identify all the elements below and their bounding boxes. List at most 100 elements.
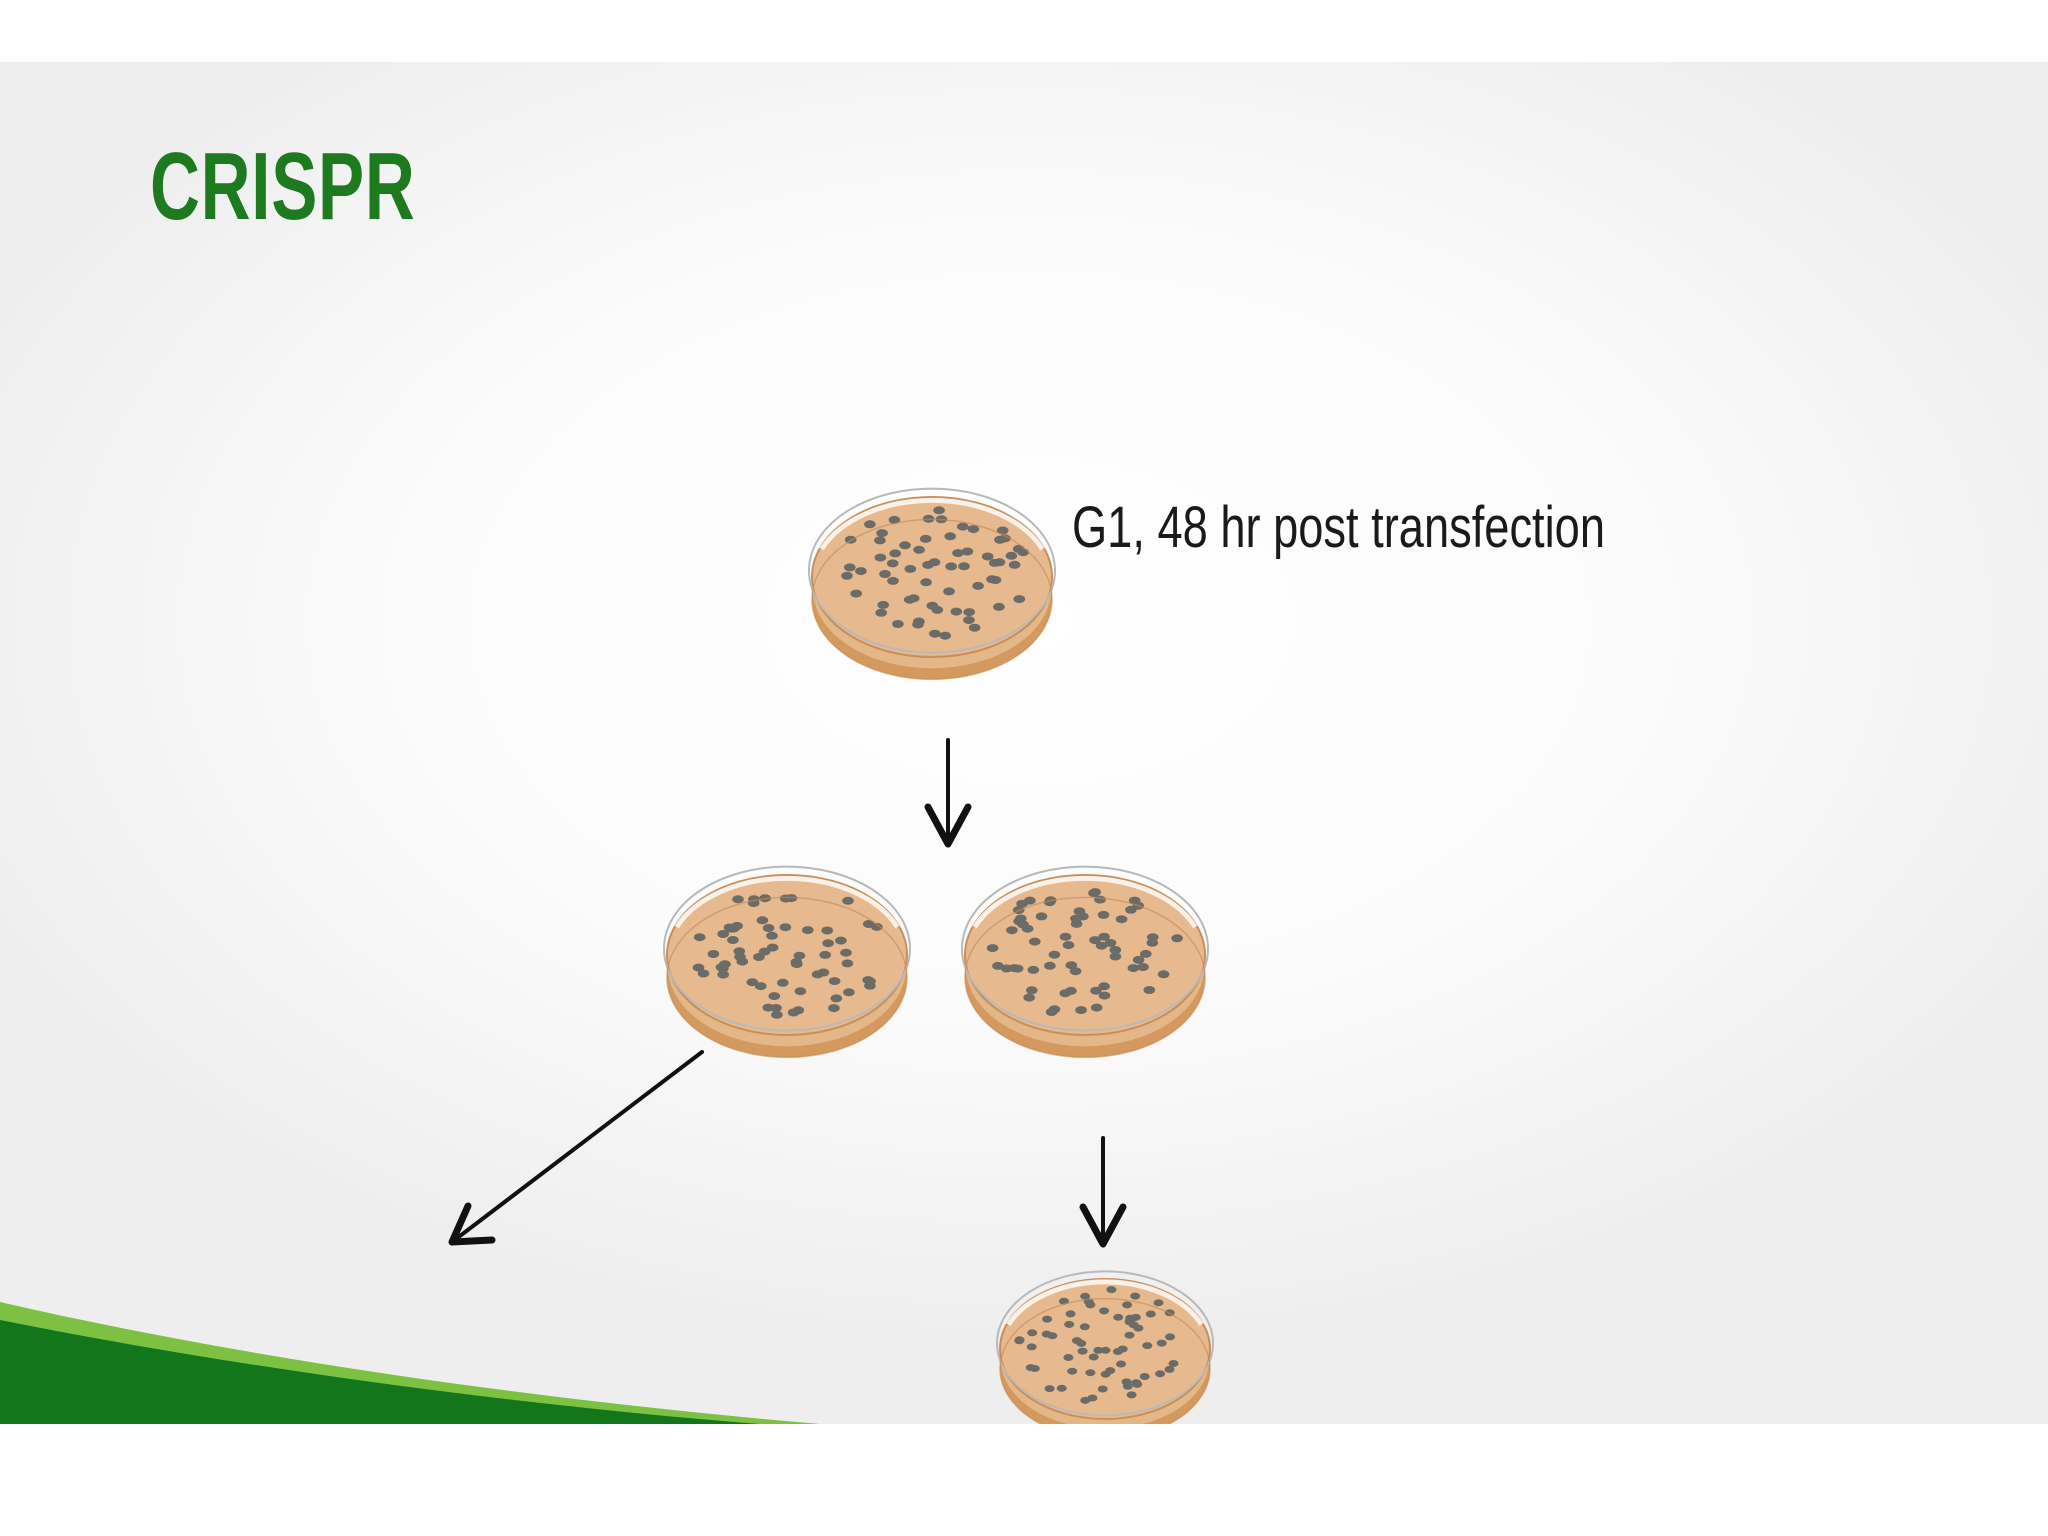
colony xyxy=(887,577,899,585)
colony xyxy=(780,923,792,931)
colony xyxy=(1140,950,1152,958)
colony xyxy=(1057,1385,1067,1392)
petri-dish-icon xyxy=(997,1271,1213,1424)
colony xyxy=(1142,1342,1152,1349)
colony xyxy=(835,937,847,945)
colony xyxy=(1046,1008,1058,1016)
colony xyxy=(794,952,806,960)
colony xyxy=(993,603,1005,611)
colony xyxy=(1045,1385,1055,1392)
colony xyxy=(1042,1331,1052,1338)
colony xyxy=(1012,965,1024,973)
colony xyxy=(899,541,911,549)
colony xyxy=(1075,1006,1087,1014)
colony xyxy=(1105,939,1117,947)
colony xyxy=(812,970,824,978)
colony xyxy=(1122,1378,1132,1385)
colony xyxy=(987,944,999,952)
colony xyxy=(969,624,981,632)
colony xyxy=(1042,1316,1052,1323)
colony xyxy=(1076,1340,1086,1347)
colony xyxy=(958,562,970,570)
colony xyxy=(1130,1293,1140,1300)
colony xyxy=(1106,1286,1116,1293)
colony xyxy=(1133,1325,1143,1332)
colony xyxy=(1014,1337,1024,1344)
colony xyxy=(1006,926,1018,934)
colony xyxy=(1016,900,1028,908)
colony xyxy=(929,630,941,638)
colony xyxy=(1036,912,1048,920)
colony xyxy=(1132,1381,1142,1388)
colony xyxy=(920,578,932,586)
colony xyxy=(1064,1321,1074,1328)
colony xyxy=(780,895,792,903)
colony xyxy=(821,927,833,935)
colony xyxy=(972,582,984,590)
colony xyxy=(1066,1310,1076,1317)
colony xyxy=(875,554,887,562)
colony xyxy=(908,594,920,602)
colony xyxy=(1113,1314,1123,1321)
colony xyxy=(1006,552,1018,560)
colony xyxy=(982,553,994,561)
colony xyxy=(770,1004,782,1012)
colony xyxy=(864,982,876,990)
colony xyxy=(793,1006,805,1014)
colony xyxy=(795,987,807,995)
colony xyxy=(1154,1299,1164,1306)
colony xyxy=(1099,1307,1109,1314)
colony xyxy=(1144,986,1156,994)
colony xyxy=(755,982,767,990)
colony xyxy=(1087,1395,1097,1402)
colony xyxy=(1001,965,1013,973)
colony xyxy=(819,951,831,959)
colony xyxy=(933,506,945,514)
colony xyxy=(994,558,1006,566)
colony xyxy=(732,895,744,903)
colony xyxy=(724,924,736,932)
colony xyxy=(963,608,975,616)
colony xyxy=(1089,888,1101,896)
colony xyxy=(1093,1347,1103,1354)
colony xyxy=(951,608,963,616)
slide: CRISPR G1, 48 hr post transfection xyxy=(0,62,2048,1424)
colony xyxy=(963,616,975,624)
colony xyxy=(1122,1301,1132,1308)
colony xyxy=(1065,987,1077,995)
colony xyxy=(1116,915,1128,923)
colony xyxy=(957,523,969,531)
colony xyxy=(1044,962,1056,970)
colony xyxy=(1125,1317,1135,1324)
colony xyxy=(1101,1371,1111,1378)
colony xyxy=(719,960,731,968)
colony xyxy=(1165,1333,1175,1340)
colony xyxy=(927,602,939,610)
colony xyxy=(864,520,876,528)
colony xyxy=(920,535,932,543)
arrow-down-icon xyxy=(1083,1138,1123,1244)
colony xyxy=(831,994,843,1002)
colony xyxy=(840,949,852,957)
colony xyxy=(939,632,951,640)
colony xyxy=(1125,1332,1135,1339)
colony xyxy=(887,559,899,567)
arrow-down-left-icon xyxy=(452,1052,702,1242)
colony xyxy=(1118,1346,1128,1353)
colony xyxy=(1067,1368,1077,1375)
colony xyxy=(843,988,855,996)
colony xyxy=(842,897,854,905)
colony xyxy=(1089,1354,1099,1361)
colony xyxy=(1017,548,1029,556)
colony xyxy=(708,950,720,958)
colony xyxy=(945,562,957,570)
colony xyxy=(905,565,917,573)
colony xyxy=(1128,964,1140,972)
colony xyxy=(1014,595,1026,603)
colony xyxy=(1066,961,1078,969)
colony xyxy=(842,959,854,967)
colony xyxy=(841,572,853,580)
colony xyxy=(1125,906,1137,914)
colony xyxy=(1030,1365,1040,1372)
colony xyxy=(850,590,862,598)
